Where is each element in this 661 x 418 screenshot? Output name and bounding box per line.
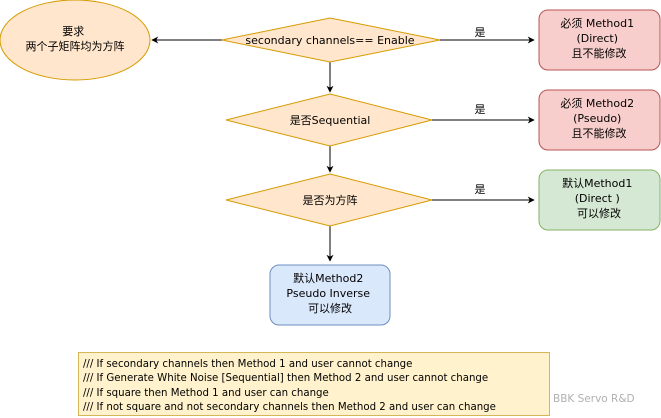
decision-secondary-channels-label: secondary channels== Enable bbox=[245, 34, 414, 47]
svg-text:必须 Method1 (Direct): 必须 Method1 (Direct) 且不能修改 bbox=[560, 17, 637, 60]
rules-note-line-4: /// If not square and not secondary chan… bbox=[83, 402, 496, 414]
rules-note-line-1: /// If secondary channels then Method 1 … bbox=[83, 359, 413, 370]
decision-sequential-label: 是否Sequential bbox=[290, 114, 371, 127]
result-1-line-1: 必须 Method1 bbox=[560, 17, 634, 30]
svg-text:默认Method2 Pseudo Inverse: 默认Method2 Pseudo Inverse 可以修改 bbox=[286, 272, 373, 315]
result-3-line-3: 可以修改 bbox=[577, 206, 621, 220]
svg-text:要求 两个子矩阵均为方阵: 要求 两个子矩阵均为方阵 bbox=[26, 25, 125, 53]
node-requirement-line-2: 两个子矩阵均为方阵 bbox=[26, 39, 125, 53]
result-1-line-2: (Direct) bbox=[576, 32, 618, 45]
decision-sequential: 是否Sequential bbox=[225, 93, 433, 147]
decision-square: 是否为方阵 bbox=[225, 173, 433, 227]
svg-text:默认Method1 (Direct ): 默认Method1 (Direct ) 可以修改 bbox=[562, 177, 636, 220]
node-requirement: 要求 两个子矩阵均为方阵 bbox=[0, 0, 151, 81]
result-4-line-1: 默认Method2 bbox=[293, 272, 363, 285]
result-4-line-2: Pseudo Inverse bbox=[286, 287, 370, 300]
edge-label-yes-3: 是 bbox=[475, 183, 486, 196]
result-3-line-1: 默认Method1 bbox=[562, 177, 632, 190]
result-3-line-2: (Direct ) bbox=[575, 192, 620, 205]
result-1-line-3: 且不能修改 bbox=[572, 46, 627, 60]
result-2-line-2: (Pseudo) bbox=[573, 112, 621, 125]
watermark: BBK Servo R&D bbox=[553, 393, 635, 405]
result-4-line-3: 可以修改 bbox=[308, 301, 352, 315]
result-method1-direct-locked: 必须 Method1 (Direct) 且不能修改 bbox=[538, 9, 661, 71]
result-method2-pseudo-locked: 必须 Method2 (Pseudo) 且不能修改 bbox=[538, 89, 661, 151]
result-2-line-1: 必须 Method2 bbox=[560, 97, 634, 110]
rules-note-line-2: /// If Generate White Noise [Sequential]… bbox=[83, 373, 489, 385]
connectors bbox=[151, 36, 535, 262]
result-method2-default: 默认Method2 Pseudo Inverse 可以修改 bbox=[269, 264, 391, 326]
edge-label-yes-1: 是 bbox=[475, 26, 486, 39]
rules-note-line-3: /// If square then Method 1 and user can… bbox=[83, 387, 329, 399]
decision-secondary-channels: secondary channels== Enable bbox=[221, 17, 441, 63]
edge-label-yes-2: 是 bbox=[475, 103, 486, 116]
rules-note: /// If secondary channels then Method 1 … bbox=[78, 352, 550, 416]
result-method1-default: 默认Method1 (Direct ) 可以修改 bbox=[538, 169, 661, 231]
decision-square-label: 是否为方阵 bbox=[303, 193, 358, 207]
result-2-line-3: 且不能修改 bbox=[572, 126, 627, 140]
node-requirement-line-1: 要求 bbox=[62, 25, 84, 38]
svg-text:必须 Method2 (Pseudo): 必须 Method2 (Pseudo) 且不能修改 bbox=[560, 97, 637, 140]
